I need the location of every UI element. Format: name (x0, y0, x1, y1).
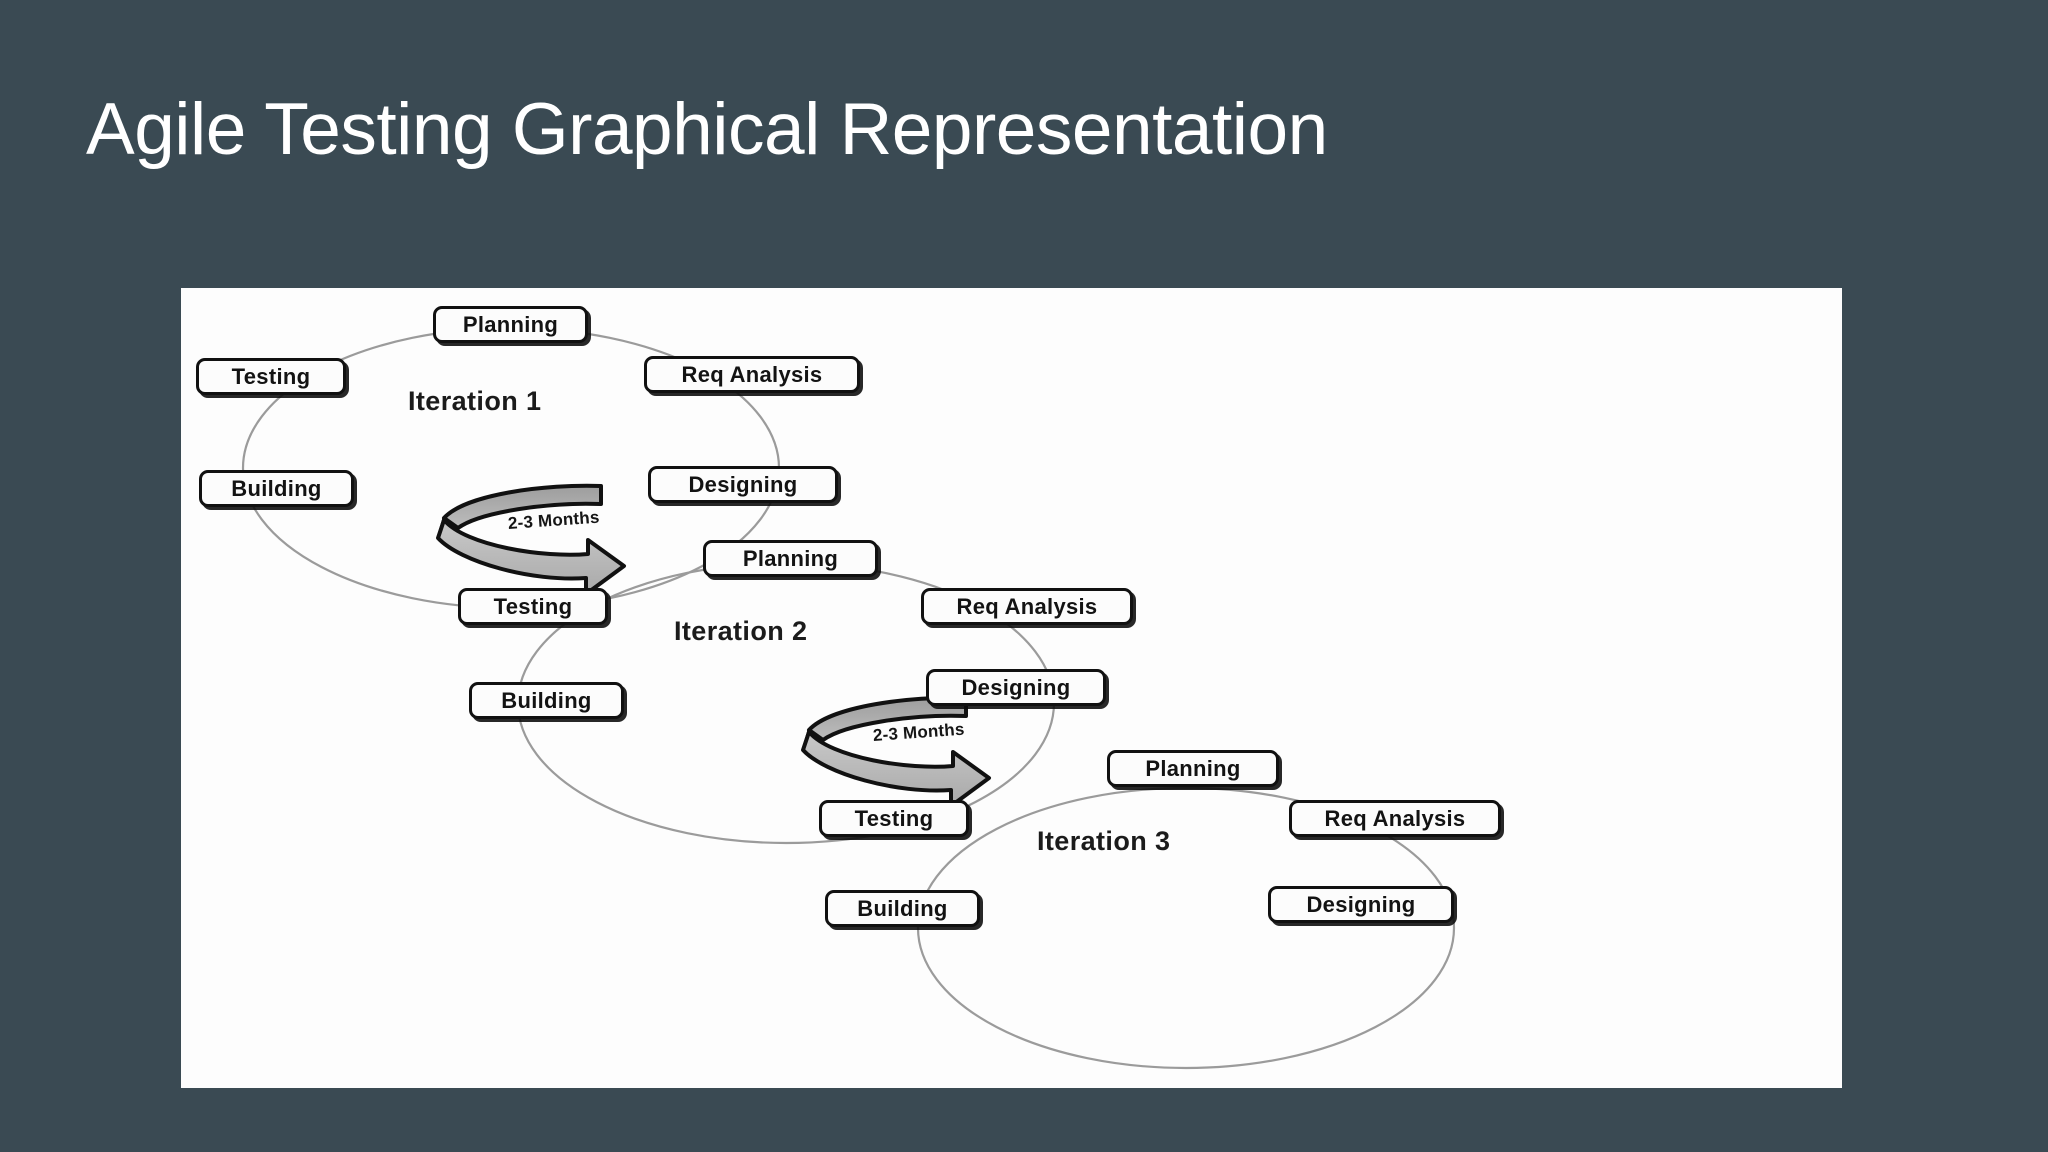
transition-arrow-1 (436, 483, 626, 596)
diagram-canvas (241, 326, 1456, 1070)
iteration-1-node-planning[interactable]: Planning (433, 306, 588, 343)
page-title: Agile Testing Graphical Representation (86, 89, 1328, 170)
node-label: Testing (231, 363, 311, 389)
node-label: Designing (688, 471, 798, 497)
iteration-3-node-planning[interactable]: Planning (1107, 750, 1279, 787)
iteration-2-node-testing[interactable]: Testing (458, 588, 608, 625)
node-label: Designing (961, 674, 1071, 700)
iteration-1-node-building[interactable]: Building (199, 470, 354, 507)
node-label: Designing (1306, 891, 1416, 917)
diagram-panel: Planning Req Analysis Designing Building… (181, 288, 1842, 1088)
iteration-2-center-label: Iteration 2 (674, 616, 808, 646)
iteration-3-node-designing[interactable]: Designing (1268, 886, 1454, 923)
node-label: Req Analysis (681, 361, 823, 387)
node-label: Planning (1145, 755, 1241, 781)
node-label: Req Analysis (1324, 805, 1466, 831)
node-label: Testing (493, 593, 573, 619)
iteration-3-cycle-ellipse (916, 786, 1456, 1070)
iteration-1-node-testing[interactable]: Testing (196, 358, 346, 395)
iteration-2-node-req-analysis[interactable]: Req Analysis (921, 588, 1133, 625)
node-label: Req Analysis (956, 593, 1098, 619)
iteration-2-node-building[interactable]: Building (469, 682, 624, 719)
iteration-3-node-req-analysis[interactable]: Req Analysis (1289, 800, 1501, 837)
iteration-1-node-req-analysis[interactable]: Req Analysis (644, 356, 860, 393)
iteration-2-node-designing[interactable]: Designing (926, 669, 1106, 706)
node-label: Testing (854, 805, 934, 831)
iteration-3-center-label: Iteration 3 (1037, 826, 1171, 856)
iteration-3-node-building[interactable]: Building (825, 890, 980, 927)
node-label: Building (231, 475, 322, 501)
node-label: Planning (742, 545, 839, 571)
iteration-2-node-planning[interactable]: Planning (703, 540, 878, 577)
iteration-1-node-designing[interactable]: Designing (648, 466, 838, 503)
iteration-3-node-testing[interactable]: Testing (819, 800, 969, 837)
node-label: Building (857, 895, 948, 921)
node-label: Building (501, 687, 592, 713)
transition-arrow-2 (801, 695, 991, 808)
iteration-1-center-label: Iteration 1 (408, 386, 542, 416)
node-label: Planning (462, 311, 559, 337)
